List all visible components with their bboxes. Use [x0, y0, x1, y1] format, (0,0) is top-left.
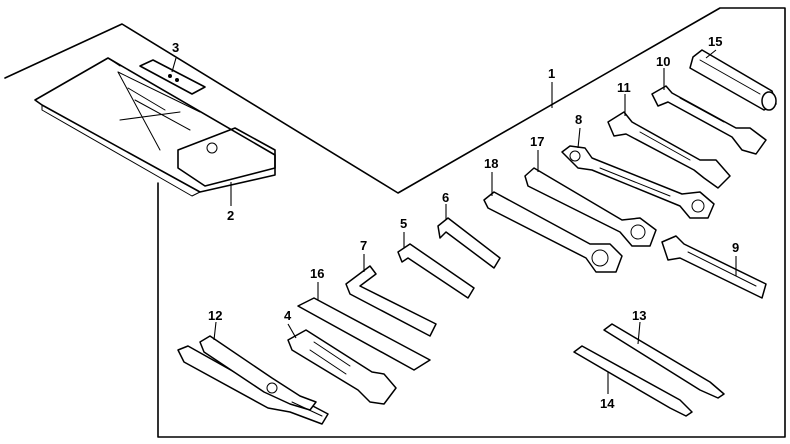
box-end-wrench-8 [561, 145, 715, 219]
leader-8 [577, 127, 581, 149]
callout-18: 18 [484, 156, 498, 171]
hex-key-6 [437, 217, 501, 269]
screwdriver-handle [689, 49, 777, 111]
open-end-wrench-11 [607, 111, 731, 189]
id-tag [139, 59, 206, 95]
callout-16: 16 [310, 266, 324, 281]
callout-1: 1 [548, 66, 555, 81]
open-end-wrench-10 [651, 85, 767, 155]
callout-12: 12 [208, 308, 222, 323]
callout-8: 8 [575, 112, 582, 127]
box-end-wrench-18 [483, 191, 623, 273]
callout-10: 10 [656, 54, 670, 69]
callout-17: 17 [530, 134, 544, 149]
leader-13 [637, 321, 641, 345]
callout-13: 13 [632, 308, 646, 323]
open-end-wrench-9 [661, 235, 767, 299]
callout-6: 6 [442, 190, 449, 205]
pliers [177, 335, 329, 425]
leader-4 [287, 323, 297, 339]
screwdriver-13 [603, 323, 725, 399]
box-end-wrench-17 [524, 167, 657, 247]
callout-14: 14 [600, 396, 615, 411]
callout-labels: 1 2 3 4 5 6 7 8 9 10 11 12 13 14 15 16 1… [172, 34, 739, 411]
hex-key-7 [345, 265, 437, 337]
leader-lines [171, 49, 737, 394]
leader-3 [171, 57, 177, 73]
kit-boundary-frame [4, 7, 786, 438]
spark-plug-wrench [287, 329, 397, 405]
tool-bag [34, 57, 276, 197]
callout-7: 7 [360, 238, 367, 253]
tommy-bar [297, 297, 431, 371]
leader-15 [705, 49, 717, 59]
leader-12 [213, 321, 217, 341]
hex-key-5 [397, 243, 475, 299]
callout-5: 5 [400, 216, 407, 231]
callout-15: 15 [708, 34, 722, 49]
callout-11: 11 [617, 80, 631, 95]
screwdriver-14 [573, 345, 693, 417]
callout-2: 2 [227, 208, 234, 223]
callout-3: 3 [172, 40, 179, 55]
callout-4: 4 [284, 308, 292, 323]
callout-9: 9 [732, 240, 739, 255]
